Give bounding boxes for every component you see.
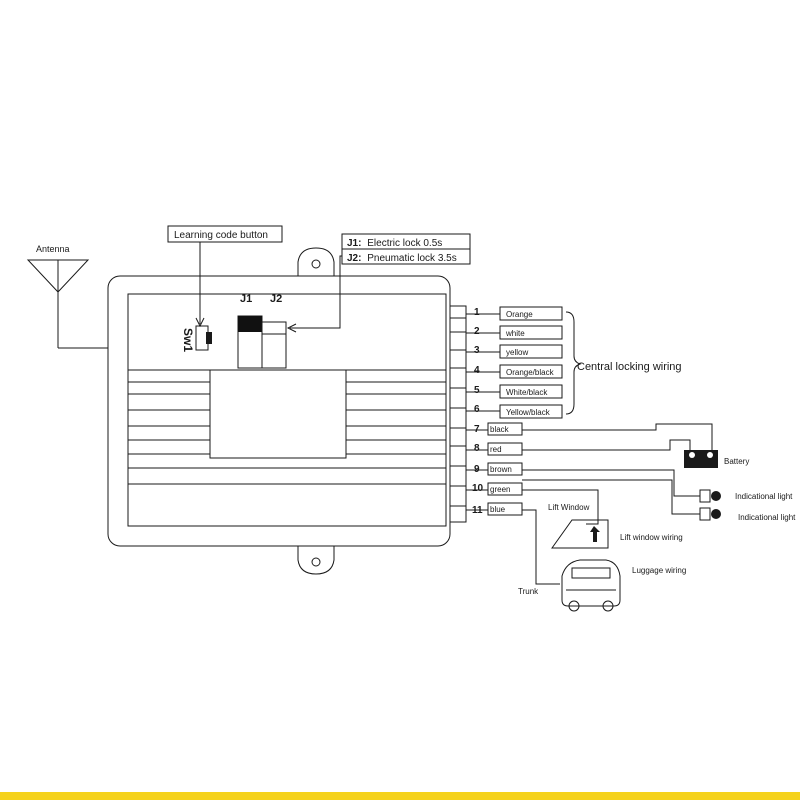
battery: Battery bbox=[684, 450, 749, 468]
j2-note-key: J2: bbox=[347, 253, 361, 264]
wire-pin-4: 4 bbox=[474, 365, 480, 376]
indicator-label-1: Indicational light bbox=[735, 492, 793, 501]
wire-color-8: red bbox=[490, 445, 502, 454]
indicator-light-1: Indicational light bbox=[699, 489, 793, 503]
wire-color-4: Orange/black bbox=[506, 368, 555, 377]
indicator-light-2: Indicational light bbox=[699, 507, 796, 522]
jumper-j2 bbox=[261, 321, 287, 369]
learning-button-callout: Learning code button bbox=[167, 225, 283, 328]
connector-block bbox=[449, 305, 467, 523]
svg-text:J2: Pneumatic lock 3.5s: J2: Pneumatic lock 3.5s bbox=[347, 253, 457, 264]
wire-color-10: green bbox=[490, 485, 510, 494]
switch-label: Sw1 bbox=[181, 328, 195, 352]
jumper-notes-callout: J1: Electric lock 0.5s J2: Pneumatic loc… bbox=[286, 233, 471, 333]
wire-pin-2: 2 bbox=[474, 326, 480, 337]
indicator-label-2: Indicational light bbox=[738, 513, 796, 522]
module-chip bbox=[209, 369, 347, 459]
lift-window-wiring-label: Lift window wiring bbox=[620, 533, 683, 542]
j2-note-text: Pneumatic lock 3.5s bbox=[367, 253, 457, 264]
j1-note-key: J1: bbox=[347, 238, 361, 249]
lift-window-label: Lift Window bbox=[548, 503, 590, 512]
wire-color-9: brown bbox=[490, 465, 512, 474]
wire-color-1: Orange bbox=[506, 310, 533, 319]
j1-note-text: Electric lock 0.5s bbox=[367, 238, 442, 249]
connector bbox=[449, 305, 467, 523]
j1-label: J1 bbox=[240, 293, 252, 305]
lift-window: Lift Window Lift window wiring bbox=[548, 503, 683, 549]
battery-label: Battery bbox=[724, 457, 749, 466]
wire-pin-6: 6 bbox=[474, 404, 480, 415]
bottom-accent-bar bbox=[0, 792, 800, 800]
j2-label: J2 bbox=[270, 293, 282, 305]
wire-color-7: black bbox=[490, 425, 510, 434]
bottom-mount-ear bbox=[297, 539, 335, 575]
wire-color-5: White/black bbox=[506, 388, 548, 397]
wire-list: 1 Orange 2 white 3 yellow 4 Orange/black… bbox=[466, 306, 796, 585]
wire-color-2: white bbox=[505, 329, 525, 338]
wire-pin-5: 5 bbox=[474, 385, 480, 396]
learning-button-label: Learning code button bbox=[174, 230, 268, 241]
antenna-label: Antenna bbox=[36, 244, 70, 254]
wire-pin-10: 10 bbox=[472, 483, 484, 494]
svg-text:J1: Electric lock 0.5s: J1: Electric lock 0.5s bbox=[347, 238, 442, 249]
control-module: Sw1 J1 J2 bbox=[107, 247, 451, 575]
wire-color-6: Yellow/black bbox=[506, 408, 551, 417]
trunk: Luggage wiring Trunk bbox=[518, 559, 686, 612]
wire-pin-3: 3 bbox=[474, 345, 480, 356]
wire-pin-8: 8 bbox=[474, 443, 480, 454]
top-mount-ear bbox=[297, 247, 335, 279]
trunk-label: Trunk bbox=[518, 587, 539, 596]
wire-color-3: yellow bbox=[506, 348, 528, 357]
central-locking-label: Central locking wiring bbox=[577, 361, 682, 373]
wire-pin-1: 1 bbox=[474, 307, 480, 318]
wire-color-11: blue bbox=[490, 505, 506, 514]
antenna: Antenna bbox=[26, 244, 108, 349]
luggage-wiring-label: Luggage wiring bbox=[632, 566, 686, 575]
